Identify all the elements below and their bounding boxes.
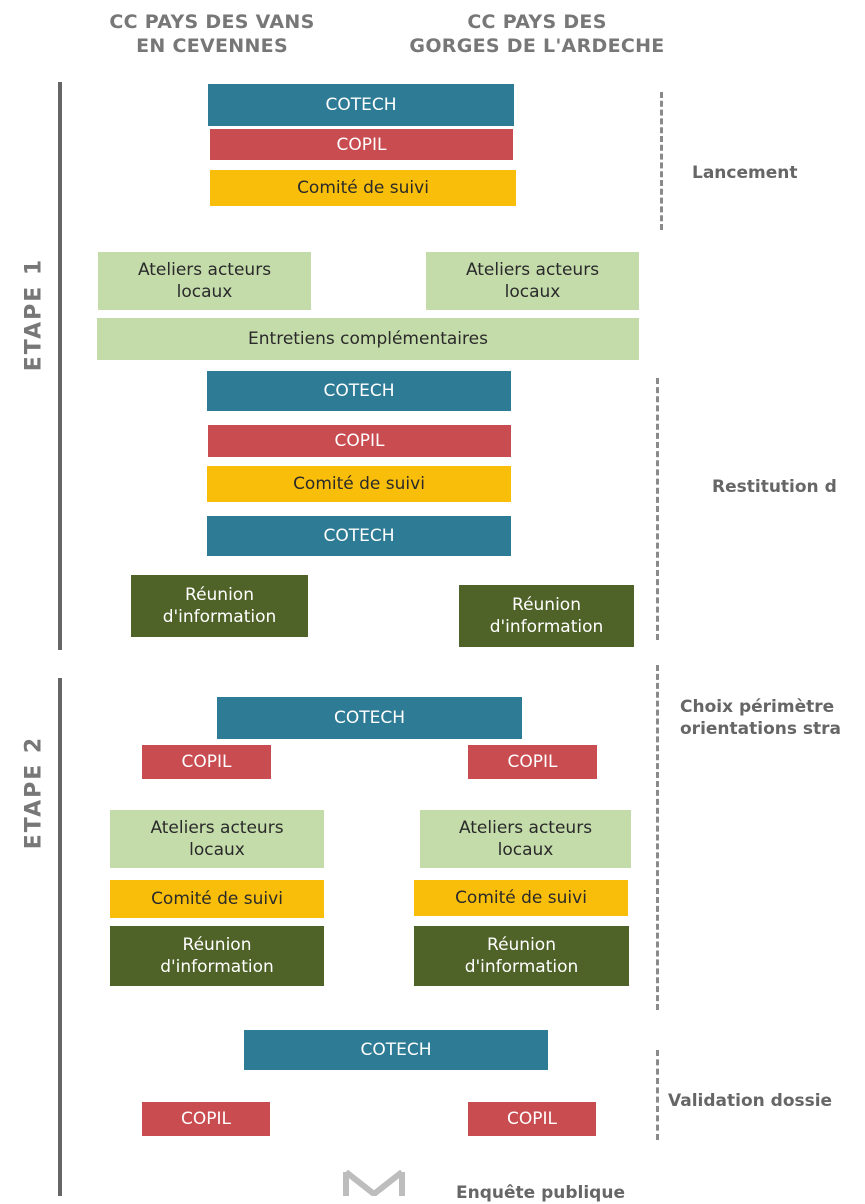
cotech-box: COTECH [217,697,522,739]
cotech-box: COTECH [208,84,514,126]
cotech-box: COTECH [244,1030,548,1070]
copil-box-left: COPIL [142,1102,270,1136]
phase-label-validation: Validation dossie [668,1091,833,1111]
reunion-information-box-left: Réunion d'information [110,926,324,986]
phase-separator-lancement [660,92,663,230]
comite-de-suivi-box: Comité de suivi [207,466,511,502]
comite-de-suivi-box: Comité de suivi [210,170,516,206]
copil-box-right: COPIL [468,1102,596,1136]
comite-de-suivi-box-left: Comité de suivi [110,880,324,918]
ateliers-acteurs-box-left: Ateliers acteurs locaux [110,810,324,868]
ateliers-acteurs-box-right: Ateliers acteurs locaux [420,810,631,868]
phase-separator-validation [656,1050,659,1140]
stage-2-line [58,678,62,1196]
phase-label-restitution: Restitution d [712,477,837,497]
cotech-box: COTECH [207,371,511,411]
column-header-left: CC PAYS DES VANS EN CEVENNES [109,11,315,57]
stage-1-line [58,82,62,650]
ateliers-acteurs-box-right: Ateliers acteurs locaux [426,252,639,310]
copil-box-left: COPIL [142,745,271,779]
phase-label-enquete: Enquête publique [456,1183,625,1203]
phase-label-lancement: Lancement [692,163,798,183]
stage-1-label: ETAPE 1 [21,257,47,372]
phase-separator-restitution [656,378,659,640]
ateliers-acteurs-box-left: Ateliers acteurs locaux [98,252,311,310]
phase-separator-choix [656,665,659,1010]
reunion-information-box-right: Réunion d'information [414,926,629,986]
reunion-information-box-left: Réunion d'information [131,575,308,637]
copil-box-right: COPIL [468,745,597,779]
copil-box: COPIL [208,425,511,457]
chevron-down-icon [343,1170,405,1196]
entretiens-complementaires-box: Entretiens complémentaires [97,318,639,360]
comite-de-suivi-box-right: Comité de suivi [414,880,628,916]
copil-box: COPIL [210,129,513,160]
column-header-right: CC PAYS DES GORGES DE L'ARDECHE [409,11,665,57]
reunion-information-box-right: Réunion d'information [459,585,634,647]
phase-label-choix: Choix périmètre orientations stra [680,697,841,739]
stage-2-label: ETAPE 2 [21,735,47,850]
cotech-box: COTECH [207,516,511,556]
